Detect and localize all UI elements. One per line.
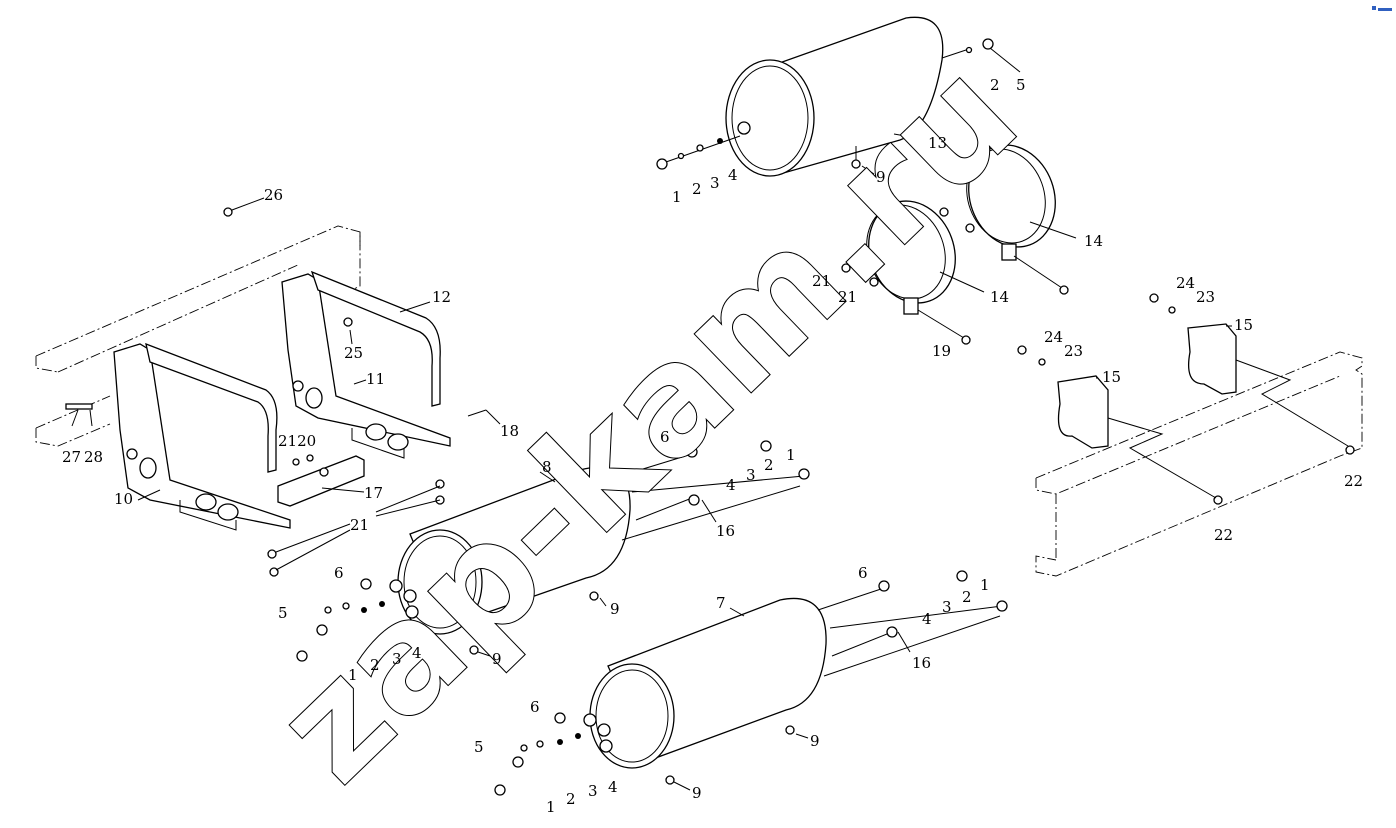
label-2-left: 2 [370,656,380,674]
label-3-mid: 3 [746,466,756,484]
small-logo-icon [1372,6,1392,11]
label-2-top: 2 [990,76,1000,94]
frame-rail-left [35,225,361,447]
label-9-top: 9 [876,168,886,186]
label-17: 17 [364,484,383,502]
label-7: 7 [716,594,726,612]
label-2-botleft: 2 [566,790,576,808]
label-21-left: 21 [350,516,369,534]
label-9-mid-b: 9 [492,650,502,668]
label-21-b: 21 [838,288,857,306]
label-1-left: 1 [348,666,358,684]
label-14-right: 14 [1084,232,1103,250]
label-25: 25 [344,344,363,362]
label-22-left: 22 [1214,526,1233,544]
label-6-left: 6 [334,564,344,582]
label-5-bot: 5 [474,738,484,756]
label-6-botleft: 6 [530,698,540,716]
label-15-right: 15 [1234,316,1253,334]
label-16-mid: 16 [716,522,735,540]
straps-14 [841,144,1069,345]
label-16-bot: 16 [912,654,931,672]
label-2-top-b: 2 [692,180,702,198]
label-8: 8 [542,458,552,476]
label-9-bot-a: 9 [810,732,820,750]
label-13: 13 [928,134,947,152]
label-14-left: 14 [990,288,1009,306]
label-28: 28 [84,448,103,466]
leader-lines [71,47,1232,791]
label-15-left: 15 [1102,368,1121,386]
label-3-top: 3 [710,174,720,192]
label-3-botleft: 3 [588,782,598,800]
label-11: 11 [366,370,385,388]
label-1-botleft: 1 [546,798,556,816]
label-23-left: 23 [1064,342,1083,360]
part-labels: 26 12 25 11 18 2120 17 10 21 27 28 8 6 1… [62,76,1363,816]
label-24-right: 24 [1176,274,1195,292]
fasteners [65,207,487,577]
label-27: 27 [62,448,81,466]
label-4-left: 4 [412,644,422,662]
label-3-left: 3 [392,650,402,668]
label-4-mid: 4 [726,476,736,494]
frame-rail-right [1035,351,1363,577]
label-6-mid: 6 [660,428,670,446]
label-23-right: 23 [1196,288,1215,306]
label-1-top: 1 [672,188,682,206]
label-5-left: 5 [278,604,288,622]
label-26: 26 [264,186,283,204]
tank-13 [656,16,994,177]
tank-7 [494,570,1008,796]
label-4-bot: 4 [922,610,932,628]
label-19: 19 [932,342,951,360]
label-12: 12 [432,288,451,306]
label-2-mid: 2 [764,456,774,474]
label-1-bot: 1 [980,576,990,594]
label-3-bot: 3 [942,598,952,616]
label-2-bot: 2 [962,588,972,606]
bracket-10 [113,342,291,531]
label-4-top: 4 [728,166,738,184]
label-1-mid: 1 [786,446,796,464]
tank-8 [296,440,810,662]
label-2120: 2120 [278,432,316,450]
label-9-mid-a: 9 [610,600,620,618]
label-5-top: 5 [1016,76,1026,94]
label-9-bot-b: 9 [692,784,702,802]
label-10: 10 [114,490,133,508]
label-4-botleft: 4 [608,778,618,796]
bracket-15 [1017,293,1355,505]
plate-17 [277,455,365,507]
label-21-a: 21 [812,272,831,290]
label-18: 18 [500,422,519,440]
bracket-11 [281,270,451,459]
label-6-bot: 6 [858,564,868,582]
label-22-right: 22 [1344,472,1363,490]
label-24-left: 24 [1044,328,1063,346]
